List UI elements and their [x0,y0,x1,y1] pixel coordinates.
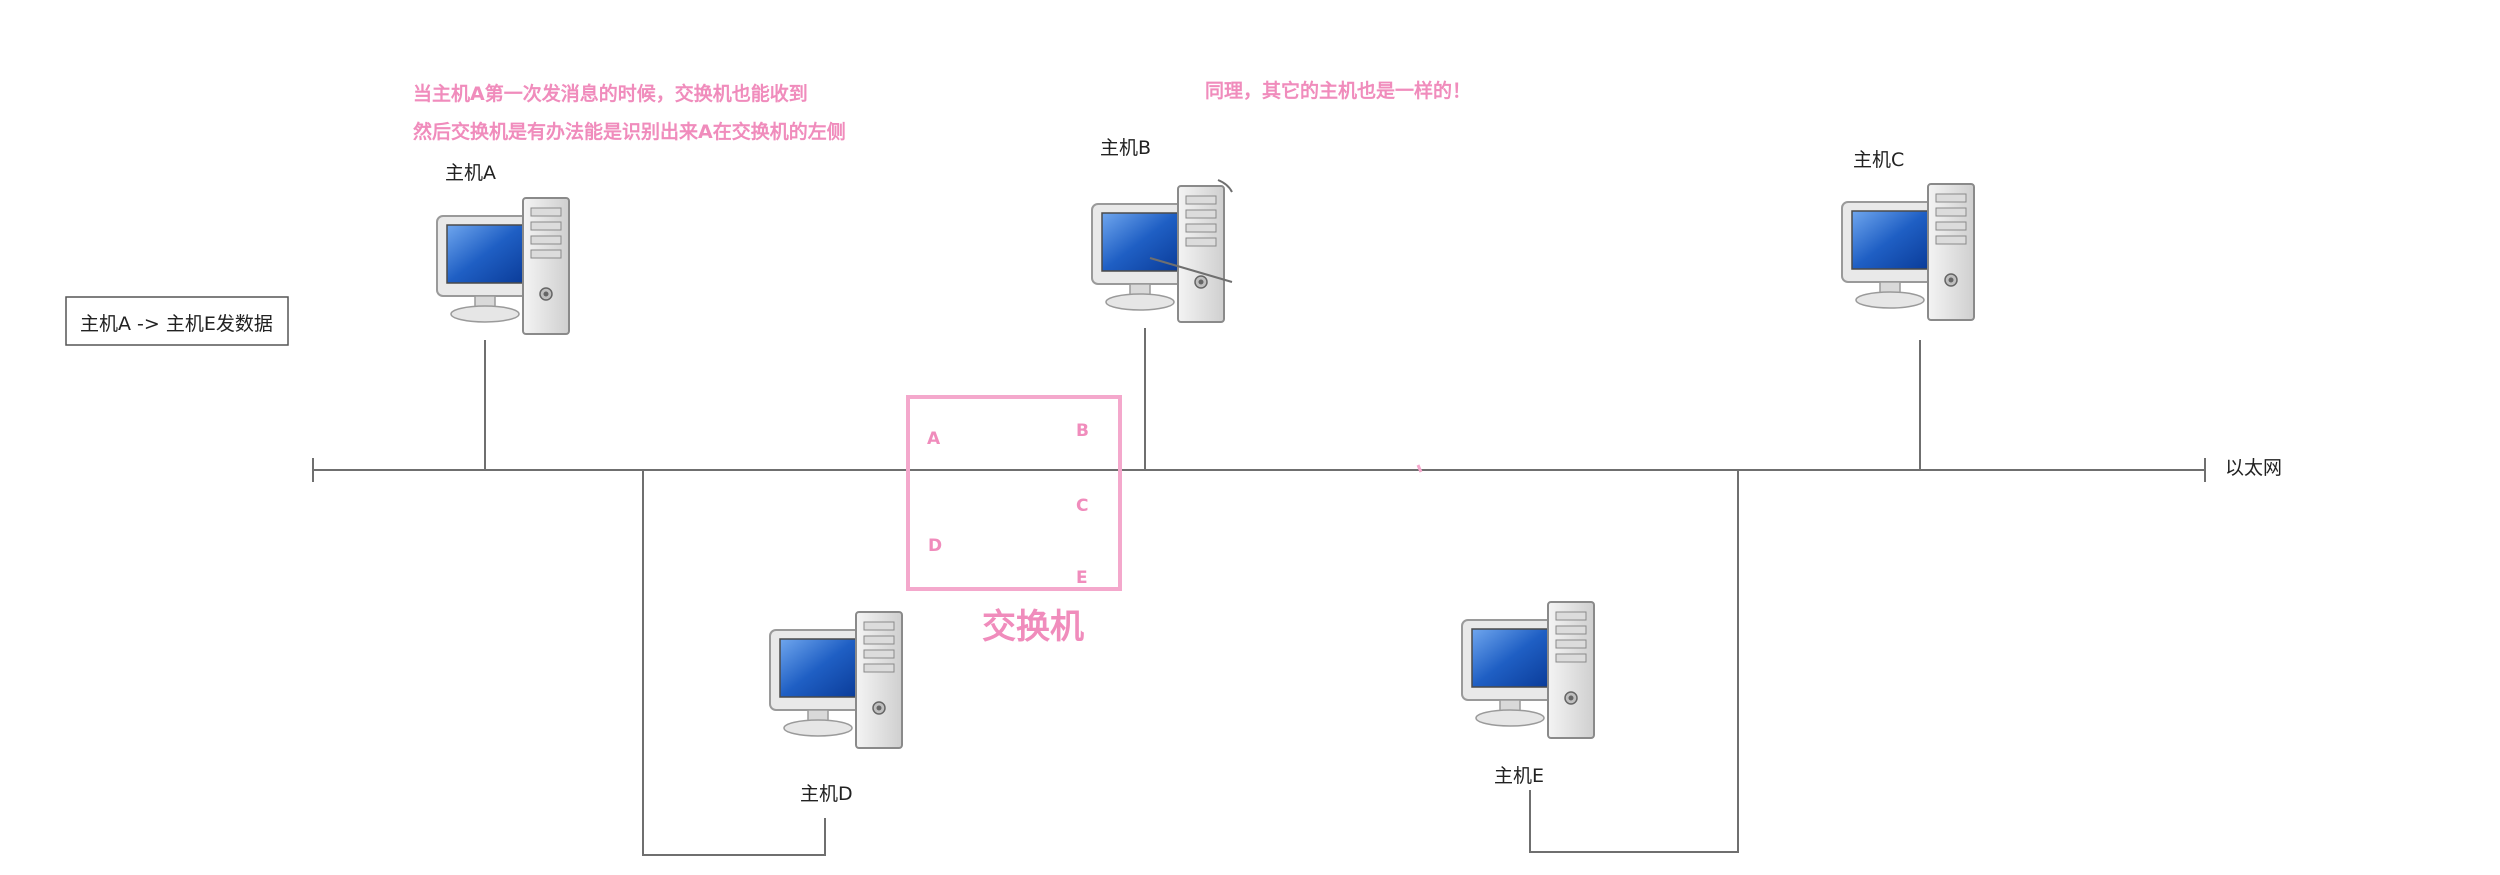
host-d-computer-icon [769,611,903,749]
switch-port-c: C [1076,496,1088,516]
host-d-label: 主机D [800,783,853,805]
note-host-a-line2: 然后交换机是有办法能是识别出来A在交换机的左侧 [413,120,846,143]
task-box [65,296,289,346]
note-others: 同理，其它的主机也是一样的！ [1205,79,1471,102]
host-a-computer-icon [436,197,570,335]
host-e-computer-icon [1461,601,1595,739]
host-a-label: 主机A [445,162,496,184]
host-e-label: 主机E [1494,765,1544,787]
host-c-computer-icon [1841,183,1975,321]
switch-port-e: E [1076,568,1088,588]
host-b-label: 主机B [1100,137,1151,159]
switch-box [906,395,1122,591]
task-box-text: 主机A -> 主机E发数据 [80,313,273,335]
host-b-cable-stroke [1149,257,1233,283]
switch-title: 交换机 [982,607,1084,647]
switch-port-b: B [1076,421,1089,441]
switch-port-d: D [928,536,942,556]
host-b-computer-icon [1091,185,1225,323]
host-e-cable [1529,470,1739,853]
note-host-a-line1: 当主机A第一次发消息的时候，交换机也能收到 [413,82,808,105]
switch-port-a: A [927,429,941,449]
host-d-cable [642,470,826,856]
ethernet-label: 以太网 [2225,457,2282,479]
bus-mark [1416,464,1423,473]
host-c-label: 主机C [1853,149,1904,171]
host-b-mark [1217,179,1233,193]
